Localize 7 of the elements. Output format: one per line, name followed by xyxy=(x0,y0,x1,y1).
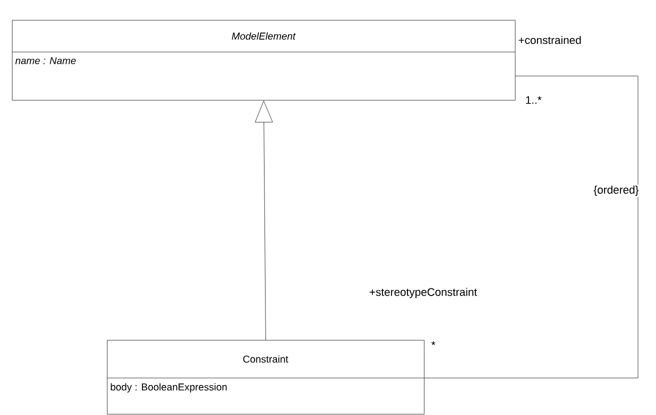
role-label: +stereotypeConstraint xyxy=(370,288,478,298)
role-label: 1..* xyxy=(526,96,542,104)
class-box: ModelElement name : Name xyxy=(12,20,516,100)
association-line xyxy=(424,76,638,378)
generalization-arrow xyxy=(254,100,273,340)
edge-label: {ordered} xyxy=(592,184,640,197)
class-box: Constraint body : BooleanExpression xyxy=(106,340,424,414)
